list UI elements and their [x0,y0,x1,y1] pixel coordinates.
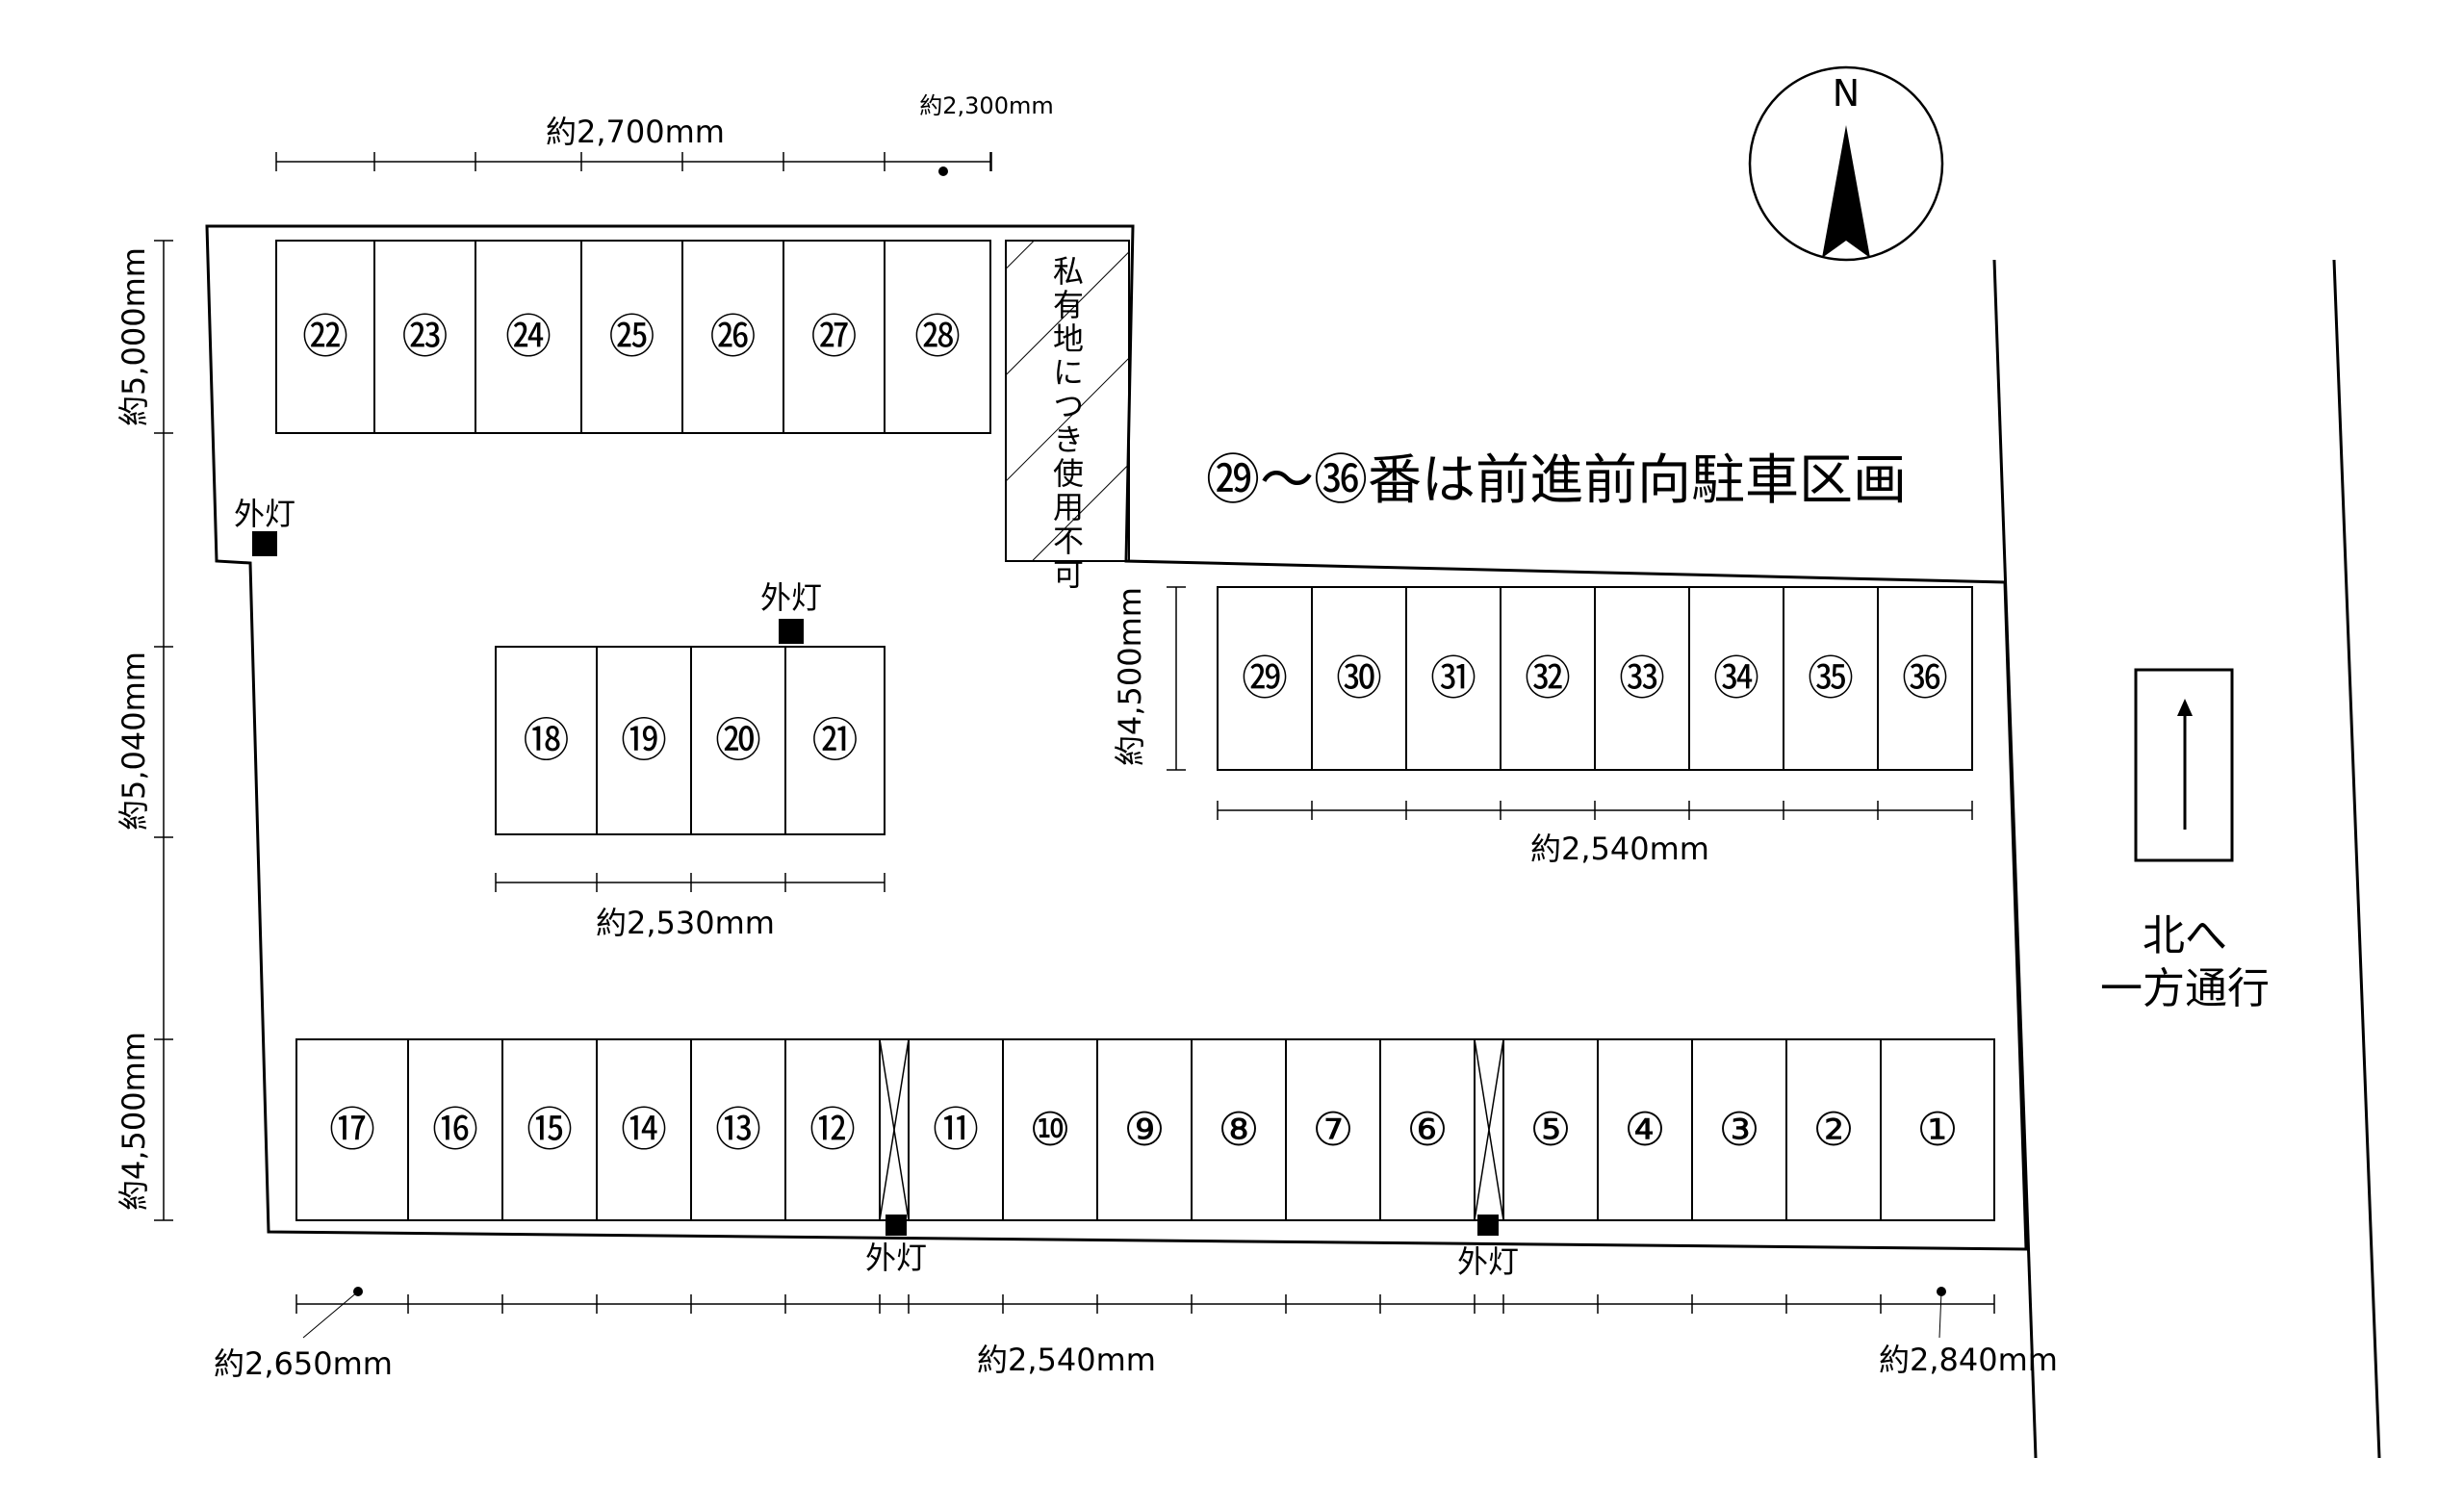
parking-space [1880,1038,1995,1221]
walkway-cross-line [879,1038,910,1221]
road-line-right [2332,259,2381,1459]
parking-space-number: ③ [1718,1103,1759,1157]
parking-space-number: ⑫ [809,1103,856,1157]
dim-aisle-depth: 約5,040mm [116,652,152,831]
parking-space [784,646,886,835]
dim-middle-width: 約2,530mm [596,905,775,941]
dim-top-end-width: 約2,300mm [919,92,1053,119]
parking-space-number: ④ [1624,1103,1665,1157]
parking-space-number: ⑱ [523,714,569,768]
dim-bottom-end-width: 約2,840mm [1879,1342,2058,1378]
parking-space-number: ㉖ [709,310,756,364]
light-icon [1477,1215,1499,1236]
parking-space-number: ② [1812,1103,1854,1157]
north-compass-icon: N [1748,65,1944,262]
dimension-lines [154,152,1995,1339]
light-label: 外灯 [1457,1243,1519,1280]
forward-parking-notice: ㉙～㊱番は前進前向駐車区画 [1206,449,1907,512]
dim-right-width: 約2,540mm [1530,831,1709,867]
one-way-sign [2134,668,2234,862]
dim-right-depth: 約4,500mm [1112,587,1148,766]
outdoor-light-4: 外灯 [1457,1215,1519,1280]
light-icon [886,1215,907,1236]
leader-line [1938,1291,1942,1339]
parking-space-number: ㉔ [505,310,552,364]
outdoor-light-3: 外灯 [865,1215,927,1276]
parking-space-number: ㉒ [302,310,348,364]
parking-space-number: ⑬ [715,1103,761,1157]
parking-space-number: ㉕ [608,310,654,364]
parking-space-number: ㉚ [1336,652,1382,705]
dim-right-ticks [1217,801,1973,820]
parking-space-number: ⑭ [621,1103,667,1157]
parking-space-number: ㉓ [401,310,448,364]
parking-space-number: ⑪ [933,1103,979,1157]
parking-space-number: ㉘ [914,310,961,364]
road-line-left [1992,259,2038,1459]
private-land-label: 私有地につき使用不可 [1048,255,1085,592]
dim-bottom-width: 約2,540mm [977,1342,1156,1378]
dim-top-depth: 約5,000mm [116,247,152,426]
dim-bottom-ticks [295,1294,1995,1314]
parking-space-number: ⑯ [432,1103,478,1157]
parking-space-number: ㉗ [810,310,857,364]
parking-space [1877,586,1973,771]
parking-space-number: ① [1916,1103,1958,1157]
dim-top-width: 約2,700mm [546,114,725,150]
parking-space-number: ⑨ [1123,1103,1165,1157]
parking-space-number: ㉟ [1808,652,1854,705]
light-label: 外灯 [234,496,295,532]
one-way-text-2: 一方通行 [2100,964,2270,1013]
parking-space-number: ㉛ [1430,652,1476,705]
parking-space-number: ⑤ [1529,1103,1571,1157]
parking-space-number: ⑧ [1218,1103,1259,1157]
parking-space-number: ⑩ [1029,1103,1070,1157]
parking-space-number: ㉑ [811,714,858,768]
outdoor-light-1: 外灯 [234,496,295,556]
leader-line [302,1291,359,1339]
one-way-text-1: 北へ [2143,911,2227,960]
light-label: 外灯 [865,1240,927,1276]
north-label: N [1833,72,1860,115]
light-icon [252,531,277,556]
outdoor-light-2: 外灯 [760,579,822,644]
parking-space-number: ㉞ [1713,652,1759,705]
parking-space-number: ⑲ [621,714,667,768]
dim-middle-ticks [495,873,886,892]
parking-space-number: ⑮ [526,1103,573,1157]
parking-space [884,240,991,434]
parking-space-number: ⑦ [1312,1103,1353,1157]
parking-space-number: ㉝ [1619,652,1665,705]
parking-space-number: ㉜ [1525,652,1571,705]
parking-space-number: ㊱ [1902,652,1948,705]
light-label: 外灯 [760,579,822,616]
parking-space-number: ⑥ [1406,1103,1448,1157]
one-way-arrow-head-icon [2177,699,2193,716]
dim-top-ticks [275,152,992,171]
parking-space-number: ⑰ [329,1103,375,1157]
dim-right-depth-ticks [1167,586,1186,771]
dim-left-ticks [154,240,173,1221]
private-land-area [1005,240,1130,562]
parking-space-number: ㉙ [1242,652,1288,705]
dim-bottom-depth: 約4,500mm [116,1032,152,1211]
dim-bottom-start-width: 約2,650mm [214,1345,393,1382]
parking-space-number: ⑳ [715,714,761,768]
leader-dot [938,166,948,176]
light-icon [779,619,804,644]
site-boundary [205,224,2028,1251]
walkway-cross-line [1474,1038,1504,1221]
